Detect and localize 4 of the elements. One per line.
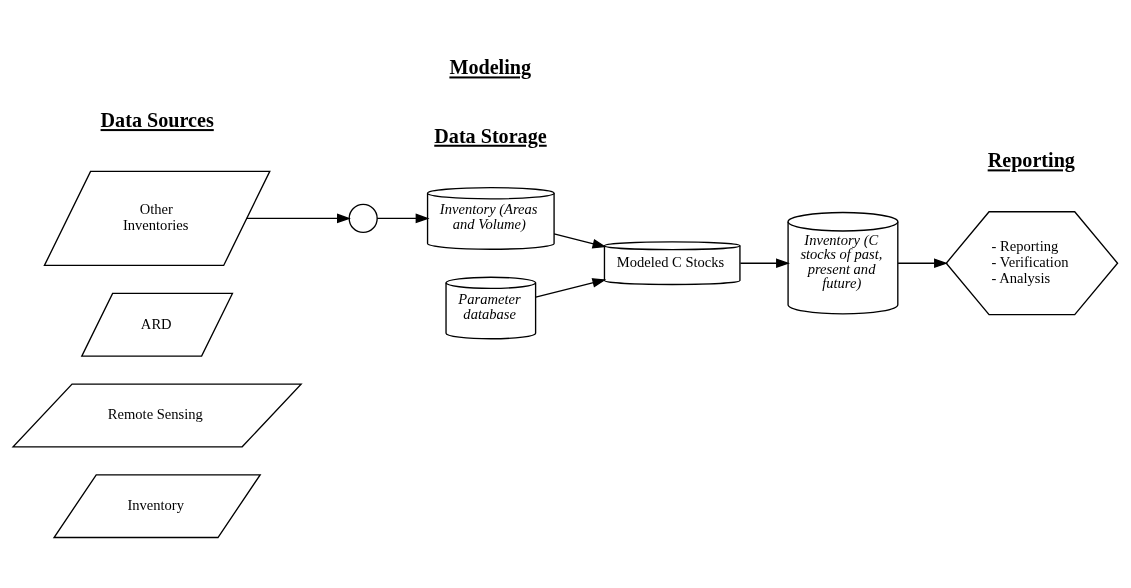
label: Data Sources <box>100 109 214 132</box>
label: Modeling <box>449 56 532 79</box>
label: Data Storage <box>434 124 547 147</box>
label: Reporting <box>987 149 1075 172</box>
